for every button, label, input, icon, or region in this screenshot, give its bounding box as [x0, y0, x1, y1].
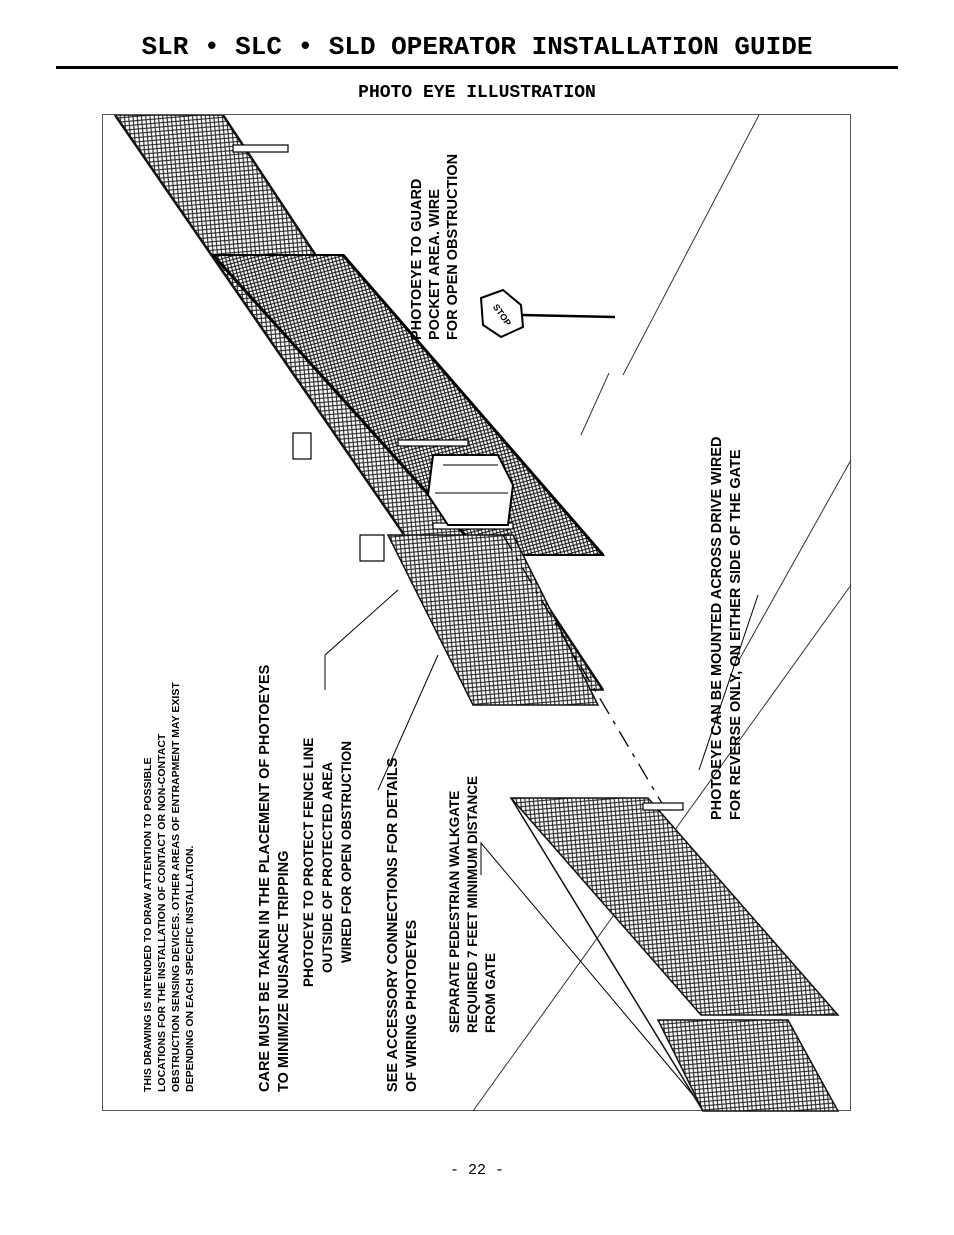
svg-text:SEPARATE PEDESTRIAN WALKGATE: SEPARATE PEDESTRIAN WALKGATE [447, 791, 462, 1033]
photoeye-bracket [642, 802, 684, 811]
walkgate-fence [509, 797, 840, 1016]
walkgate-edge [510, 797, 704, 1112]
svg-text:PHOTOEYE CAN BE MOUNTED ACROSS: PHOTOEYE CAN BE MOUNTED ACROSS DRIVE WIR… [709, 437, 725, 820]
header-rule [56, 66, 898, 69]
svg-text:SEE ACCESSORY CONNECTIONS FOR: SEE ACCESSORY CONNECTIONS FOR DETAILS [385, 757, 401, 1092]
figure-title: PHOTO EYE ILLUSTRATION [358, 83, 596, 103]
svg-text:OBSTRUCTION SENSING DEVICES. O: OBSTRUCTION SENSING DEVICES. OTHER AREAS… [170, 682, 182, 1092]
page-title: SLR • SLC • SLD OPERATOR INSTALLATION GU… [141, 32, 813, 62]
gate-operator [426, 454, 515, 526]
svg-text:OUTSIDE OF PROTECTED AREA: OUTSIDE OF PROTECTED AREA [320, 762, 335, 973]
leader-line [324, 589, 399, 690]
svg-text:REQUIRED 7 FEET MINIMUM DISTAN: REQUIRED 7 FEET MINIMUM DISTANCE [465, 776, 480, 1033]
photoeye-bracket [397, 439, 469, 447]
guard-pocket-note: PHOTOEYE TO GUARD POCKET AREA. WIRE FOR … [409, 154, 461, 340]
gate-extension [386, 534, 600, 706]
leader-line [377, 654, 439, 791]
photoeye-bracket [232, 144, 289, 153]
svg-text:OF WIRING PHOTOEYES: OF WIRING PHOTOEYES [404, 920, 420, 1092]
leader-line [480, 841, 694, 1096]
fence-post [292, 432, 312, 460]
ground-line [738, 459, 852, 661]
leader-line [698, 594, 759, 771]
svg-text:THIS DRAWING IS INTENDED TO DR: THIS DRAWING IS INTENDED TO DRAW ATTENTI… [142, 758, 154, 1092]
stop-sign: STOP [479, 288, 616, 339]
fence-line-note: PHOTOEYE TO PROTECT FENCE LINE OUTSIDE O… [301, 738, 354, 987]
svg-text:PHOTOEYE TO PROTECT FENCE LINE: PHOTOEYE TO PROTECT FENCE LINE [301, 738, 316, 987]
across-drive-note: PHOTOEYE CAN BE MOUNTED ACROSS DRIVE WIR… [709, 437, 744, 820]
svg-text:WIRED FOR OPEN OBSTRUCTION: WIRED FOR OPEN OBSTRUCTION [339, 741, 354, 963]
page-number: - 22 - [449, 1162, 504, 1179]
illustration-svg: STOP THIS DRAWING IS INTENDED TO DRAW AT… [113, 114, 852, 1112]
disclaimer-note: THIS DRAWING IS INTENDED TO DRAW ATTENTI… [142, 682, 196, 1092]
photo-eye-illustration: STOP THIS DRAWING IS INTENDED TO DRAW AT… [102, 114, 852, 1112]
ground-line [580, 372, 610, 436]
care-note: CARE MUST BE TAKEN IN THE PLACEMENT OF P… [257, 664, 292, 1092]
svg-text:LOCATIONS FOR THE INSTALLATION: LOCATIONS FOR THE INSTALLATION OF CONTAC… [156, 733, 168, 1092]
svg-text:DEPENDING ON EACH SPECIFIC INS: DEPENDING ON EACH SPECIFIC INSTALLATION. [184, 846, 196, 1092]
accessory-note: SEE ACCESSORY CONNECTIONS FOR DETAILS OF… [385, 757, 420, 1092]
gate-rail [341, 254, 605, 556]
svg-text:FOR REVERSE ONLY, ON EITHER SI: FOR REVERSE ONLY, ON EITHER SIDE OF THE … [728, 449, 744, 820]
fence-post [359, 534, 385, 562]
svg-text:TO MINIMIZE NUISANCE TRIPPING: TO MINIMIZE NUISANCE TRIPPING [276, 851, 292, 1092]
svg-text:FROM GATE: FROM GATE [483, 953, 498, 1033]
ground-line [622, 114, 760, 376]
photoeye-beam [502, 534, 664, 806]
walkgate [656, 1019, 840, 1112]
svg-text:FOR OPEN OBSTRUCTION: FOR OPEN OBSTRUCTION [445, 154, 461, 340]
svg-text:CARE MUST BE TAKEN IN THE PLAC: CARE MUST BE TAKEN IN THE PLACEMENT OF P… [257, 664, 273, 1092]
svg-text:POCKET AREA. WIRE: POCKET AREA. WIRE [427, 189, 443, 340]
walkgate-note: SEPARATE PEDESTRIAN WALKGATE REQUIRED 7 … [447, 776, 498, 1033]
svg-text:PHOTOEYE TO GUARD: PHOTOEYE TO GUARD [409, 179, 425, 340]
